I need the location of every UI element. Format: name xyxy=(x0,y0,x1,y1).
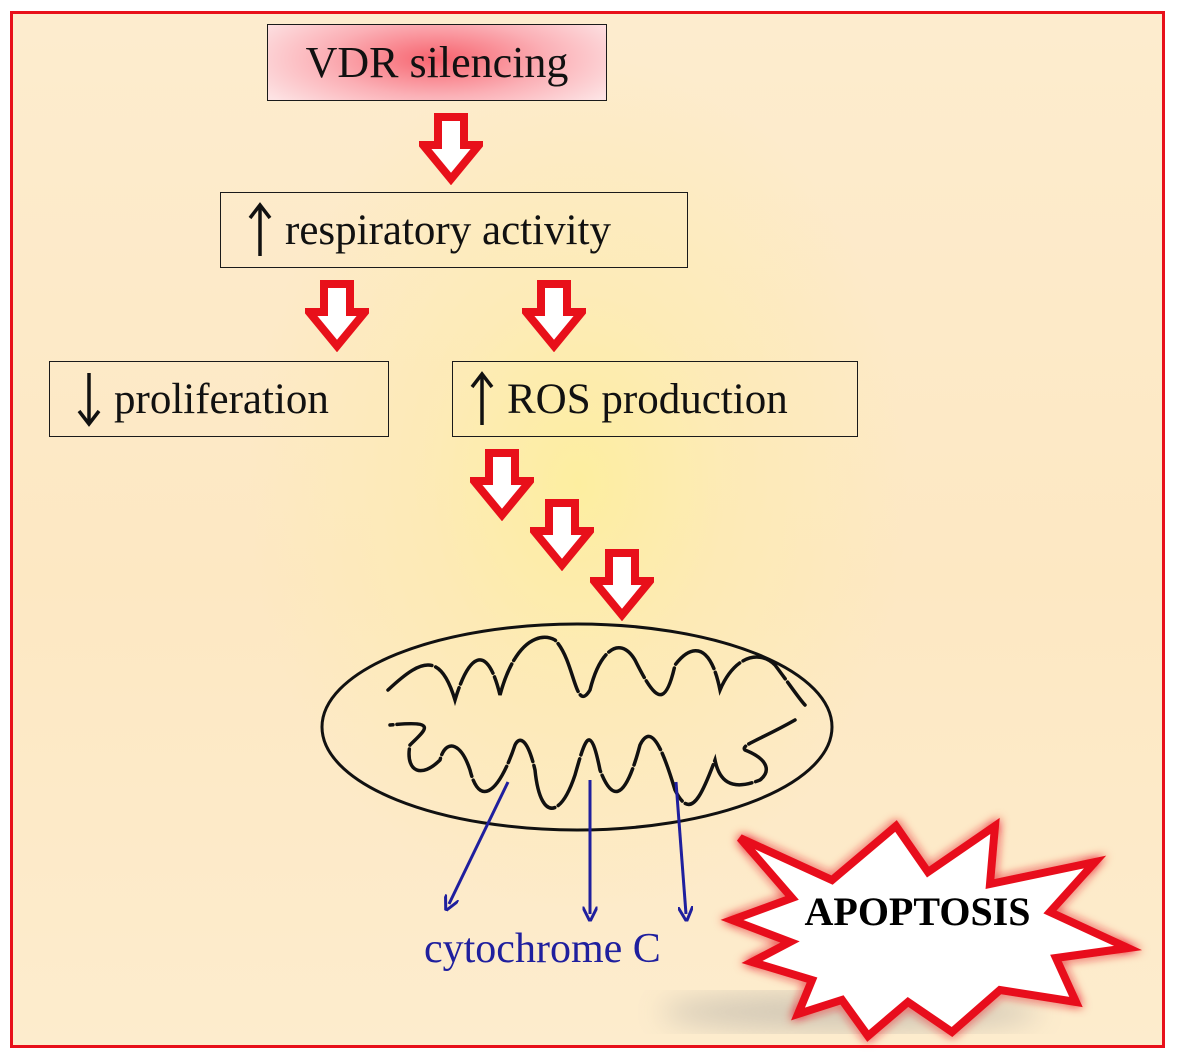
box-proliferation: proliferation xyxy=(49,361,389,437)
down-arrow-icon xyxy=(76,371,102,427)
up-arrow-icon xyxy=(469,371,495,427)
cytochrome-arrow-right xyxy=(674,781,686,914)
respiratory-activity-label: respiratory activity xyxy=(285,206,611,254)
box-vdr-silencing: VDR silencing xyxy=(267,24,607,101)
mitochondrion-icon xyxy=(320,622,834,832)
flow-arrow-to-proliferation xyxy=(309,284,365,346)
cytochrome-c-label: cytochrome C xyxy=(424,926,661,972)
flow-arrow-to-ros xyxy=(526,284,582,346)
box-ros-production: ROS production xyxy=(452,361,858,437)
flow-arrow-ros-3 xyxy=(594,553,650,615)
box-respiratory-activity: respiratory activity xyxy=(220,192,688,268)
up-arrow-icon xyxy=(247,202,273,258)
ros-production-label: ROS production xyxy=(507,375,788,423)
flow-arrow-vdr-to-respiratory xyxy=(423,117,479,179)
apoptosis-label: APOPTOSIS xyxy=(804,889,1031,934)
flow-arrow-ros-1 xyxy=(474,453,530,515)
flow-arrow-ros-2 xyxy=(534,503,590,565)
apoptosis-starburst-icon xyxy=(720,817,1143,1042)
vdr-silencing-label: VDR silencing xyxy=(305,38,569,87)
proliferation-label: proliferation xyxy=(114,375,329,423)
cytochrome-arrow-left xyxy=(449,781,510,904)
